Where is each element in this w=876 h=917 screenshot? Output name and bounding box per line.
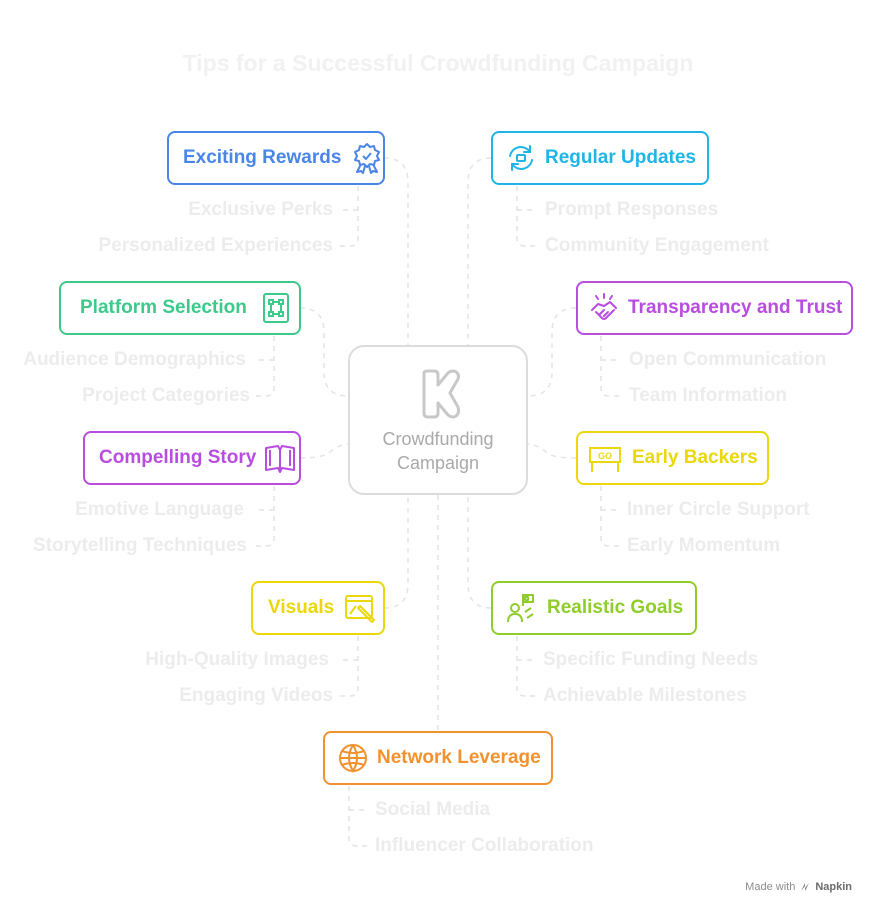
node-early-backers: GO Early Backers (576, 431, 769, 485)
sub-inner-circle-support: Inner Circle Support (627, 499, 810, 520)
node-label: Regular Updates (545, 147, 696, 168)
node-label: Network Leverage (377, 747, 541, 768)
sub-engaging-videos: Engaging Videos (179, 685, 333, 706)
sub-exclusive-perks: Exclusive Perks (188, 199, 333, 220)
center-label-line1: Crowdfunding (382, 429, 494, 449)
node-platform-selection: Platform Selection (59, 281, 301, 335)
globe-network-icon (339, 744, 367, 773)
center-node: Crowdfunding Campaign (348, 345, 528, 495)
sub-open-communication: Open Communication (629, 349, 827, 370)
node-label: Early Backers (632, 447, 758, 468)
sub-specific-funding-needs: Specific Funding Needs (543, 649, 759, 670)
crowdfunding-k-logo-icon (422, 369, 460, 419)
node-label: Visuals (268, 597, 335, 618)
node-visuals: Visuals (251, 581, 385, 635)
center-label-line2: Campaign (396, 453, 480, 473)
made-with-napkin-footer: Made with Napkin (745, 881, 852, 893)
handshake-icon (591, 293, 617, 320)
image-edit-icon (345, 595, 376, 623)
sub-personalized-experiences: Personalized Experiences (98, 235, 333, 256)
diagram-title: Tips for a Successful Crowdfunding Campa… (182, 50, 694, 76)
sub-emotive-language: Emotive Language (75, 499, 244, 520)
footer-made-with: Made with (745, 881, 796, 893)
platform-select-icon (262, 293, 289, 323)
node-realistic-goals: Realistic Goals (491, 581, 697, 635)
node-compelling-story: Compelling Story (83, 431, 301, 485)
napkin-logo-icon (801, 883, 810, 891)
award-ribbon-icon (354, 143, 381, 174)
sub-project-categories: Project Categories (82, 385, 250, 406)
node-transparency-trust: Transparency and Trust (576, 281, 853, 335)
node-label: Compelling Story (99, 447, 257, 468)
sub-high-quality-images: High-Quality Images (145, 649, 329, 670)
node-label: Transparency and Trust (628, 297, 843, 318)
sub-social-media: Social Media (375, 799, 491, 820)
sub-influencer-collaboration: Influencer Collaboration (375, 835, 594, 856)
sub-achievable-milestones: Achievable Milestones (543, 685, 747, 706)
svg-text:GO: GO (598, 451, 612, 461)
node-network-leverage: Network Leverage (323, 731, 553, 785)
sub-prompt-responses: Prompt Responses (545, 199, 719, 220)
goal-flag-icon (507, 594, 534, 623)
sub-team-information: Team Information (629, 385, 787, 406)
sub-storytelling-techniques: Storytelling Techniques (33, 535, 247, 556)
node-label: Exciting Rewards (183, 147, 342, 168)
footer-brand: Napkin (815, 881, 852, 893)
refresh-cycle-icon (509, 145, 533, 171)
sub-audience-demographics: Audience Demographics (23, 349, 246, 370)
node-regular-updates: Regular Updates (491, 131, 709, 185)
node-label: Platform Selection (80, 297, 247, 318)
sub-community-engagement: Community Engagement (545, 235, 769, 256)
sub-early-momentum: Early Momentum (627, 535, 781, 556)
go-sign-icon: GO (589, 447, 621, 472)
node-exciting-rewards: Exciting Rewards (167, 131, 385, 185)
open-book-icon (265, 445, 296, 473)
node-label: Realistic Goals (547, 597, 684, 618)
